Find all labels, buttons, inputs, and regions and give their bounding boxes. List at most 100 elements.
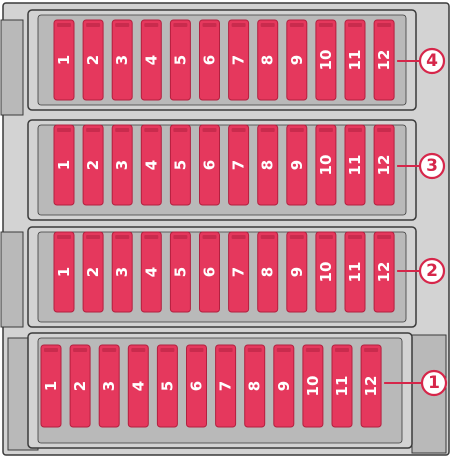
fuse-number-label: 4: [142, 55, 160, 65]
fuse-body: [257, 124, 279, 206]
fuse-number-label: 3: [113, 267, 131, 277]
fuse-1-12: 12: [360, 344, 382, 428]
fuse-cap: [102, 348, 117, 352]
fuse-body: [140, 124, 162, 206]
fuse-number-label: 12: [375, 50, 393, 71]
fuse-2-4: 4: [140, 231, 162, 313]
fuse-cap: [44, 348, 58, 352]
fuse-body: [53, 231, 75, 313]
fuse-number-label: 11: [346, 155, 364, 176]
fuse-4-8: 8: [257, 19, 279, 101]
fuse-cap: [57, 23, 71, 27]
fuse-number-label: 7: [230, 55, 248, 65]
fuse-cap: [231, 235, 246, 239]
fuse-body: [111, 124, 133, 206]
fuse-number-label: 8: [259, 160, 277, 170]
fuse-cap: [115, 235, 130, 239]
fuse-number-label: 12: [362, 376, 380, 397]
fuse-3-12: 12: [373, 124, 395, 206]
fuse-1-7: 7: [215, 344, 237, 428]
fuse-body: [302, 344, 324, 428]
fuse-number-label: 7: [217, 381, 235, 391]
fuse-body: [344, 124, 366, 206]
fuse-body: [127, 344, 149, 428]
fuse-body: [373, 124, 395, 206]
fuse-number-label: 8: [246, 381, 264, 391]
fuse-number-label: 2: [84, 267, 102, 277]
fuse-number-label: 2: [84, 55, 102, 65]
fuse-3-3: 3: [111, 124, 133, 206]
fuse-cap: [318, 235, 333, 239]
fuse-cap: [160, 348, 175, 352]
fuse-body: [169, 124, 191, 206]
fuse-body: [315, 124, 337, 206]
fuse-4-1: 1: [53, 19, 75, 101]
fuse-number-label: 5: [171, 160, 189, 170]
fuse-body: [186, 344, 207, 428]
fuse-body: [286, 19, 308, 101]
fuse-2-3: 3: [111, 231, 133, 313]
fuse-cap: [115, 128, 130, 132]
fuse-number-label: 10: [317, 155, 335, 176]
callout-circle: [418, 152, 446, 180]
fuse-body: [286, 231, 308, 313]
fuse-1-9: 9: [273, 344, 295, 428]
fuse-number-label: 6: [188, 381, 206, 391]
fuse-body: [199, 19, 220, 101]
fuse-cap: [260, 128, 275, 132]
fuse-number-label: 7: [230, 160, 248, 170]
fuse-3-10: 10: [315, 124, 337, 206]
fuse-cap: [115, 23, 130, 27]
fuse-number-label: 10: [317, 262, 335, 283]
fuse-cap: [231, 23, 246, 27]
fuse-cap: [231, 128, 246, 132]
fuse-body: [140, 231, 162, 313]
fuse-body: [244, 344, 266, 428]
fuse-number-label: 6: [201, 267, 219, 277]
fuse-body: [228, 231, 250, 313]
fuse-number-label: 10: [317, 50, 335, 71]
fuse-4-5: 5: [169, 19, 191, 101]
fuse-2-7: 7: [228, 231, 250, 313]
fuse-1-10: 10: [302, 344, 324, 428]
fuse-number-label: 6: [201, 55, 219, 65]
fuse-cap: [289, 128, 304, 132]
fuse-1-4: 4: [127, 344, 149, 428]
fuse-2-5: 5: [169, 231, 191, 313]
fuse-number-label: 3: [113, 160, 131, 170]
fuse-number-label: 6: [201, 160, 219, 170]
fuse-1-6: 6: [186, 344, 207, 428]
fuse-cap: [86, 235, 101, 239]
fuse-body: [69, 344, 91, 428]
fuse-cap: [289, 23, 304, 27]
fuse-body: [286, 124, 308, 206]
fuse-1-8: 8: [244, 344, 266, 428]
fuse-cap: [202, 128, 217, 132]
fuse-number-label: 9: [288, 267, 306, 277]
fuse-number-label: 4: [142, 160, 160, 170]
fuse-body: [199, 231, 220, 313]
fuse-4-6: 6: [199, 19, 220, 101]
fuse-body: [344, 231, 366, 313]
fuse-number-label: 9: [288, 160, 306, 170]
fuse-4-11: 11: [344, 19, 366, 101]
fuse-cap: [348, 23, 362, 27]
fuse-cap: [377, 235, 392, 239]
callout-circle: [418, 47, 446, 75]
fuse-cap: [202, 23, 217, 27]
fuse-1-1: 1: [40, 344, 62, 428]
fuse-cap: [57, 128, 71, 132]
fuse-body: [140, 19, 162, 101]
fuse-cap: [218, 348, 233, 352]
fuse-number-label: 11: [346, 262, 364, 283]
fuse-cap: [377, 128, 392, 132]
housing-side-tab: [0, 19, 24, 116]
fuse-body: [344, 19, 366, 101]
fuse-cap: [189, 348, 204, 352]
fuse-body: [331, 344, 353, 428]
fuse-body: [199, 124, 220, 206]
